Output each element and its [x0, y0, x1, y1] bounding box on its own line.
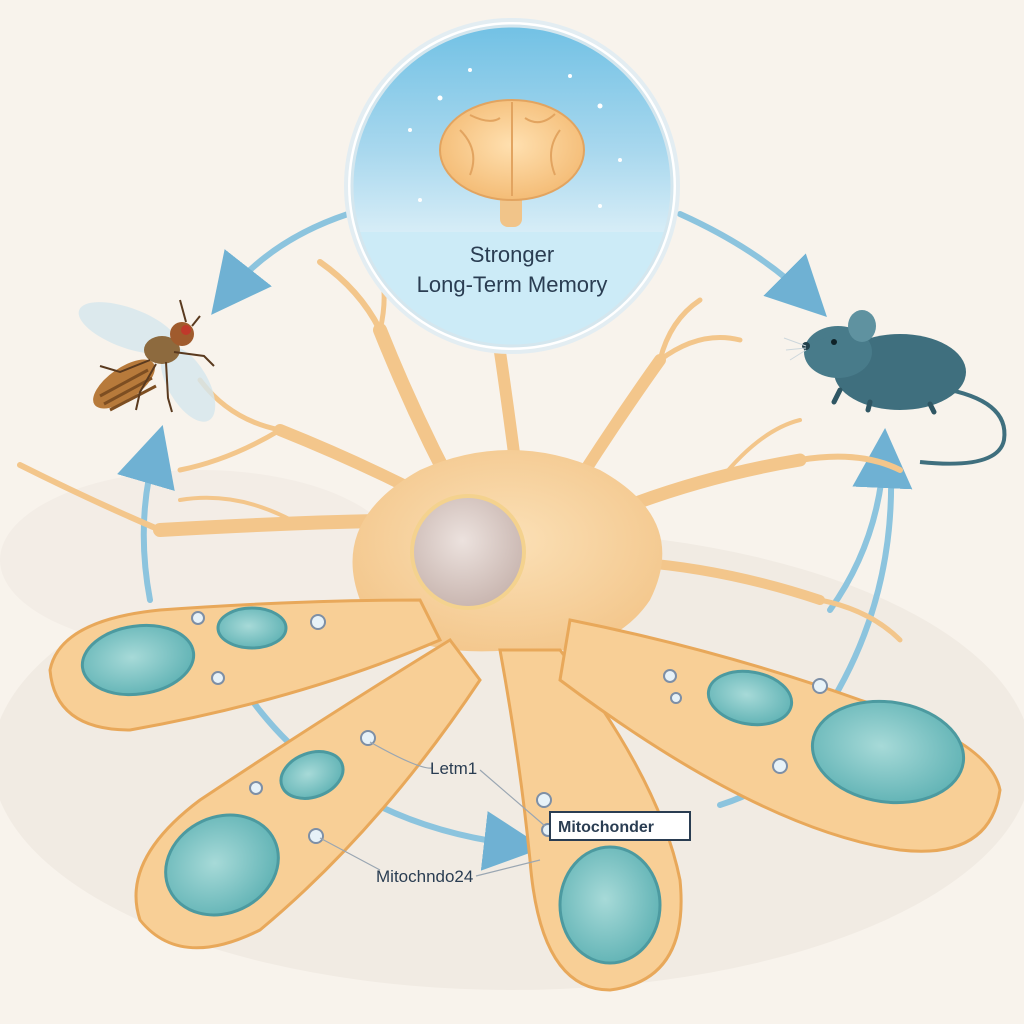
mitochondrion [810, 699, 966, 805]
title-line-2: Long-Term Memory [417, 272, 608, 297]
arrow-to-fly [211, 211, 351, 315]
label-mito-small: Mitochndo24 [376, 867, 473, 886]
mitochondrion [216, 606, 288, 650]
mitochondrion [164, 813, 280, 917]
mitochondria [80, 606, 966, 965]
fruit-fly-icon [78, 299, 216, 422]
memory-circle: Stronger Long-Term Memory [344, 18, 680, 354]
sparkles [408, 68, 622, 208]
callout-lines [319, 741, 546, 877]
brain-icon [439, 99, 585, 227]
mouse-icon [783, 310, 1007, 466]
label-letm1: Letm1 [430, 759, 477, 778]
arrow-up-to-mouse [827, 428, 913, 613]
mitochondrion [558, 845, 662, 965]
label-mito-boxed-text: Mitochonder [558, 819, 654, 836]
mitochondrion [80, 623, 196, 697]
neuron-soma [352, 450, 663, 652]
title-line-1: Stronger [470, 242, 554, 267]
vesicles [191, 611, 828, 844]
label-mito-boxed: Mitochonder [549, 811, 691, 841]
mitochondrion [706, 669, 794, 727]
arrow-to-mouse [677, 211, 827, 317]
mitochondrion [279, 750, 345, 800]
nucleus [410, 494, 526, 610]
